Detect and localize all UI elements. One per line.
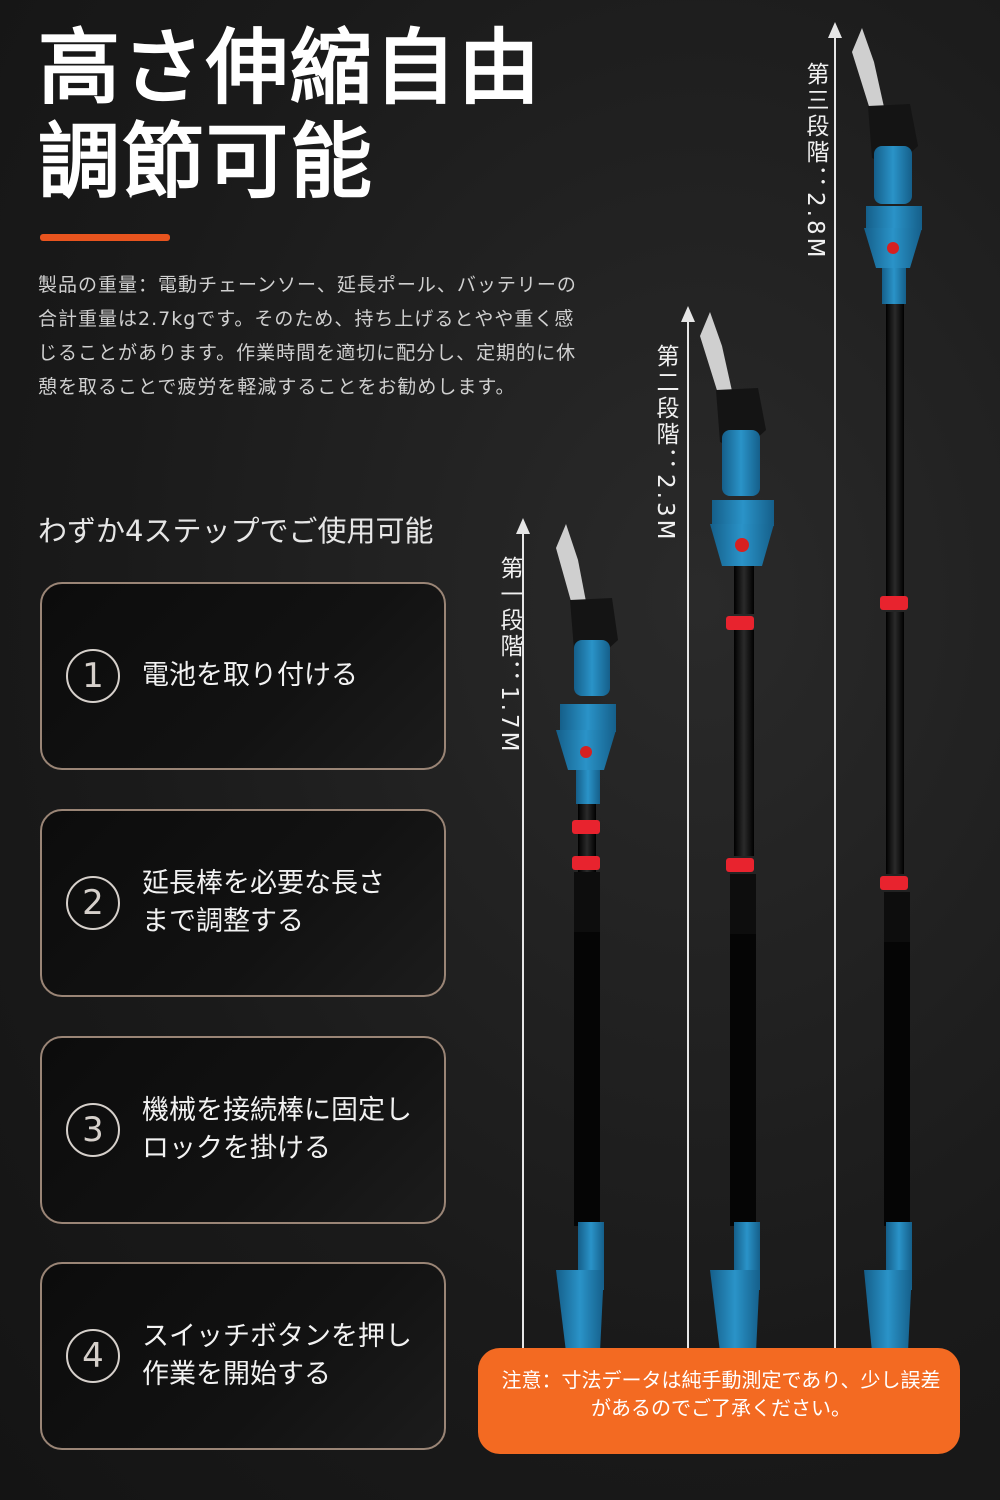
measurement-note: 注意：寸法データは純手動測定であり、少し誤差があるのでご了承ください。 (478, 1348, 960, 1454)
chainsaw-tool-2 (700, 312, 774, 1378)
title-accent-bar (40, 234, 170, 241)
dimension-line (834, 36, 836, 1366)
step-text-4: スイッチボタンを押し 作業を開始する (142, 1321, 412, 1390)
arrow-up-icon (681, 306, 695, 322)
stage-2-label: 第二段階：2.3M (652, 344, 678, 543)
step-text-1: 電池を取り付ける (142, 660, 358, 691)
weight-description: 製品の重量：電動チェーンソー、延長ポール、バッテリーの合計重量は2.7kgです。… (38, 274, 577, 398)
step-card-3: 3 機械を接続棒に固定し ロックを掛ける (40, 1036, 446, 1224)
step-text-2: 延長棒を必要な長さ まで調整する (142, 868, 385, 937)
chainsaw-tool-3 (852, 28, 922, 1378)
page-title: 高さ伸縮自由 調節可能 (38, 22, 542, 210)
arrow-up-icon (516, 518, 530, 534)
step-card-4: 4 スイッチボタンを押し 作業を開始する (40, 1262, 446, 1450)
chainsaw-tool-1 (556, 524, 618, 1378)
step-number-1: 1 (66, 649, 120, 703)
step-card-2: 2 延長棒を必要な長さ まで調整する (40, 809, 446, 997)
step-number-3: 3 (66, 1103, 120, 1157)
step-text-3: 機械を接続棒に固定し ロックを掛ける (142, 1095, 412, 1164)
stage-3-label: 第三段階：2.8M (802, 62, 828, 261)
step-number-2: 2 (66, 876, 120, 930)
steps-heading: わずか4ステップでご使用可能 (38, 514, 434, 548)
title-line-2: 調節可能 (38, 115, 375, 210)
dimension-line (522, 532, 524, 1366)
title-line-1: 高さ伸縮自由 (38, 21, 543, 116)
step-number-4: 4 (66, 1329, 120, 1383)
step-card-1: 1 電池を取り付ける (40, 582, 446, 770)
dimension-line (687, 320, 689, 1366)
stage-1-label: 第一段階：1.7M (496, 556, 522, 755)
arrow-up-icon (828, 22, 842, 38)
